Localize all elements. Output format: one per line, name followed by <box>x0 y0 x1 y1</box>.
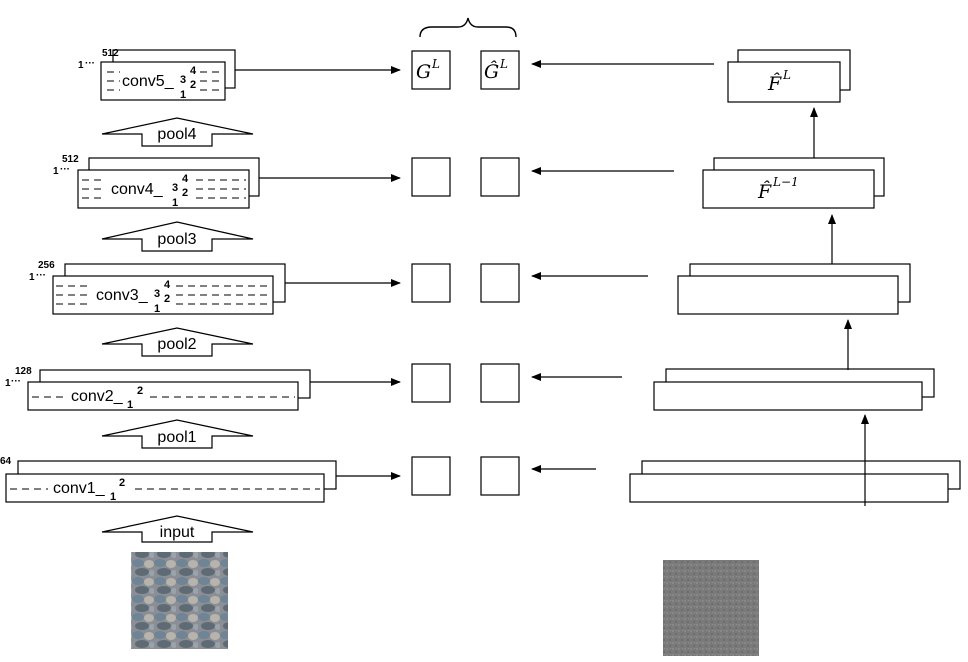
feature-to-gram-arrows <box>531 60 714 473</box>
input-label: input <box>160 524 195 541</box>
layer-conv4: conv4_ 3 4 2 1 512 1 ··· <box>53 154 260 209</box>
gram-column-synth: Ĝ L <box>480 50 520 496</box>
conv2-ellipsis: ··· <box>11 376 21 387</box>
gram-ghat: Ĝ <box>484 60 499 83</box>
conv4-sup: 4 <box>182 173 189 185</box>
feature-second-f: F̂ <box>757 181 772 203</box>
conv5-sup: 4 <box>190 65 197 77</box>
gram-g: G <box>416 61 431 83</box>
conv3-sup: 4 <box>164 279 171 291</box>
gram-box-conv2 <box>411 363 451 403</box>
conv4-sub: 1 <box>172 197 178 209</box>
conv3-label: conv3_ <box>96 287 149 304</box>
gram-column-original: G L <box>411 50 451 496</box>
conv5-label: conv5_ <box>122 73 175 90</box>
conv3-channels: 256 <box>38 260 55 271</box>
conv4-mid: 3 <box>172 182 178 194</box>
layer-conv1: conv1_ 1 2 64 <box>0 456 337 503</box>
gram-hat-box-conv1 <box>480 456 520 496</box>
conv3-ellipsis: ··· <box>36 270 46 281</box>
synth-features: F̂ L F̂ L−1 <box>629 49 961 503</box>
conv3-sup2: 2 <box>164 293 170 305</box>
gram-box-conv5 <box>411 50 451 90</box>
gram-ghat-sup: L <box>499 57 508 71</box>
conv2-index: 1 <box>5 378 11 389</box>
conv4-ellipsis: ··· <box>60 164 70 175</box>
pool-arrow-pool1: pool1 <box>101 419 254 449</box>
pool4-label: pool4 <box>157 126 196 143</box>
conv3-sub: 1 <box>154 303 160 315</box>
conv1-sub: 1 <box>110 491 116 503</box>
conv3-index: 1 <box>29 272 35 283</box>
gram-g-sup: L <box>431 57 440 71</box>
conv4-index: 1 <box>53 166 59 177</box>
feature-second-sup: L−1 <box>772 175 799 189</box>
feature-top-f: F̂ <box>767 73 782 95</box>
gram-box-conv3 <box>411 263 451 303</box>
layer-conv2: conv2_ 1 2 128 1 ··· <box>5 366 311 411</box>
conv4-channels: 512 <box>62 154 79 165</box>
gram-brace <box>419 17 517 38</box>
synth-feature-conv3 <box>677 263 911 315</box>
pool-arrow-input: input <box>101 515 254 543</box>
pool3-label: pool3 <box>157 231 196 248</box>
gram-hat-box-conv3 <box>480 263 520 303</box>
conv5-sup2: 2 <box>190 79 196 91</box>
conv5-sub: 1 <box>180 89 186 101</box>
gram-hat-box-conv5 <box>480 50 520 90</box>
conv5-index: 1 <box>78 60 84 71</box>
conv5-ellipsis: ··· <box>85 58 95 69</box>
conv2-sup: 2 <box>137 385 143 397</box>
conv3-mid: 3 <box>154 288 160 300</box>
gram-box-conv1 <box>411 456 451 496</box>
input-texture-image <box>131 552 228 649</box>
pool-arrow-pool2: pool2 <box>101 327 254 357</box>
pool-arrow-pool3: pool3 <box>101 221 254 252</box>
gram-hat-box-conv4 <box>480 157 520 197</box>
synth-feature-conv2 <box>653 368 935 411</box>
pool2-label: pool2 <box>157 336 196 353</box>
conv1-label: conv1_ <box>53 480 106 497</box>
conv-to-gram-arrows <box>235 66 401 480</box>
conv5-channels: 512 <box>102 48 119 59</box>
pool-arrow-pool4: pool4 <box>101 117 254 147</box>
conv2-label: conv2_ <box>71 388 124 405</box>
synth-up-arrows <box>810 107 869 506</box>
layer-conv3: conv3_ 3 4 2 1 256 1 ··· <box>29 260 286 315</box>
pool-arrows: input pool1 pool2 pool3 pool4 <box>101 117 254 543</box>
conv5-mid: 3 <box>180 74 186 86</box>
synth-feature-conv5: F̂ L <box>727 49 851 103</box>
synth-feature-conv1 <box>629 460 961 503</box>
conv1-channels: 64 <box>0 456 12 467</box>
conv1-sup: 2 <box>119 477 125 489</box>
feature-top-sup: L <box>782 68 791 82</box>
noise-image <box>663 560 759 656</box>
layer-conv5: conv5_ 3 4 2 1 512 1 ··· <box>78 48 236 101</box>
conv4-sup2: 2 <box>182 187 188 199</box>
gram-box-conv4 <box>411 157 451 197</box>
conv2-sub: 1 <box>127 399 133 411</box>
pool1-label: pool1 <box>157 429 196 446</box>
synth-feature-conv4: F̂ L−1 <box>702 157 885 209</box>
gram-hat-box-conv2 <box>480 363 520 403</box>
conv2-channels: 128 <box>15 366 32 377</box>
conv4-label: conv4_ <box>111 181 164 198</box>
